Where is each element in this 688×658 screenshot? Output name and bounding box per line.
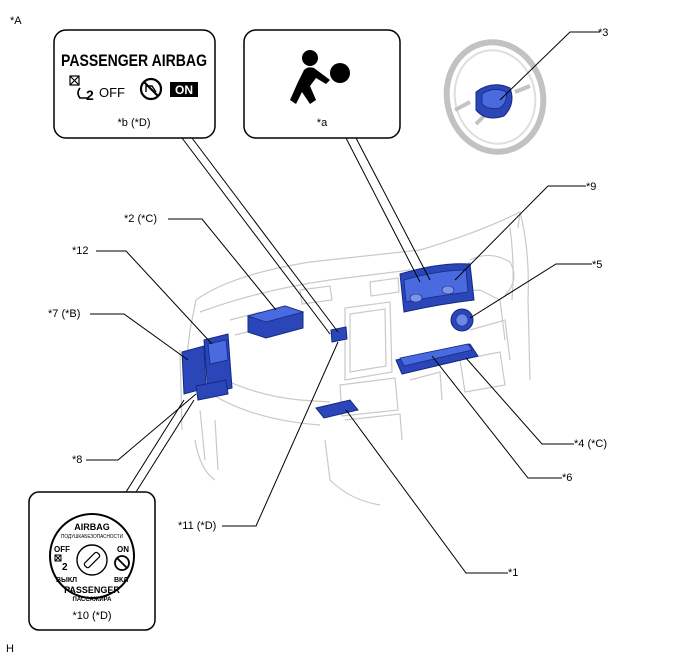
indicator-on-badge — [170, 82, 198, 97]
callout-8: *8 — [72, 454, 82, 466]
key-off-text: OFF — [54, 545, 70, 554]
view-label: *A — [10, 15, 22, 27]
callout-labels: *2 (*C) *3 *9 *5 *12 *7 (*B) *8 *11 (*D)… — [48, 27, 608, 622]
spiral-cable — [450, 308, 474, 332]
inset-steering-wheel — [443, 39, 547, 155]
indicator-light-assembly — [330, 326, 348, 343]
svg-text:2: 2 — [62, 562, 68, 573]
key-off-ru: ВЫКЛ — [56, 577, 77, 584]
callout-4: *4 (*C) — [574, 438, 607, 450]
callout-6: *6 — [562, 472, 572, 484]
indicator-caption: *b (*D) — [117, 117, 150, 129]
inset-warning-light: *a — [243, 29, 401, 139]
callout-9: *9 — [586, 181, 596, 193]
inset-indicator: PASSENGER AIRBAG 2 OFF ON *b (*D) — [53, 29, 216, 139]
key-child-seat-icon — [114, 555, 130, 571]
key-bottom-subtitle: ПАССАЖИРА — [73, 597, 113, 603]
key-on-ru: ВКЛ — [114, 577, 128, 584]
indicator-on-text: ON — [175, 83, 193, 97]
passenger-seat-off-icon: 2 — [69, 75, 94, 103]
inset-warning-frame — [243, 29, 401, 139]
knee-airbag-assembly — [395, 343, 479, 375]
passenger-airbag-assembly — [246, 305, 305, 339]
callout-5: *5 — [592, 259, 602, 271]
callout-10: *10 (*D) — [72, 610, 111, 622]
indicator-off-text: OFF — [99, 85, 125, 100]
indicator-title: PASSENGER AIRBAG — [61, 51, 207, 70]
key-bottom-title: PASSENGER — [64, 585, 120, 595]
key-slot-icon — [76, 544, 108, 576]
callout-3: *3 — [598, 27, 608, 39]
child-seat-prohibited-icon — [139, 77, 163, 101]
airbag-warning-icon — [290, 50, 350, 104]
leader-lines — [86, 31, 600, 574]
inset-key-switch: AIRBAG ПОДУШКАБЕЗОПАСНОСТИ OFF ON 2 ВЫКЛ… — [28, 491, 156, 631]
callout-11: *11 (*D) — [178, 520, 216, 532]
callout-12: *12 — [72, 245, 89, 257]
callout-2: *2 (*C) — [124, 213, 157, 225]
key-passenger-off-icon: 2 — [54, 554, 68, 573]
airbag-sensor-assembly — [315, 399, 359, 419]
callout-7: *7 (*B) — [48, 308, 80, 320]
key-on-text: ON — [117, 545, 129, 554]
side-airbag-components — [181, 333, 233, 401]
key-top-title: AIRBAG — [74, 522, 110, 532]
inset-indicator-frame — [53, 29, 216, 139]
combination-meter — [399, 263, 475, 313]
callout-1: *1 — [508, 567, 518, 579]
key-top-subtitle: ПОДУШКАБЕЗОПАСНОСТИ — [61, 534, 123, 540]
warning-caption: *a — [317, 117, 328, 129]
svg-text:2: 2 — [86, 87, 94, 103]
footer-label: H — [6, 643, 14, 655]
